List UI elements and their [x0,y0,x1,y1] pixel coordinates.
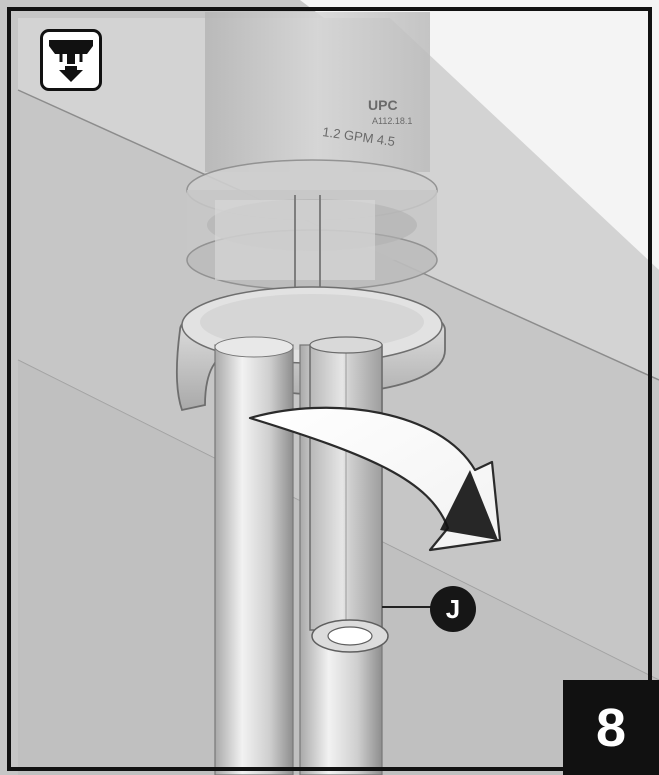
supply-pipe-left [214,344,294,775]
frame-border [7,7,652,771]
svg-text:A112.18.1: A112.18.1 [372,116,412,126]
under-sink-install-icon [40,29,102,91]
curved-rotate-arrow-icon [248,406,502,552]
step-number-badge: 8 [563,680,659,775]
callout-badge-j: J [430,586,476,632]
svg-text:UPC: UPC [368,97,398,113]
countertop-top [0,0,659,270]
faucet-body [205,12,430,172]
